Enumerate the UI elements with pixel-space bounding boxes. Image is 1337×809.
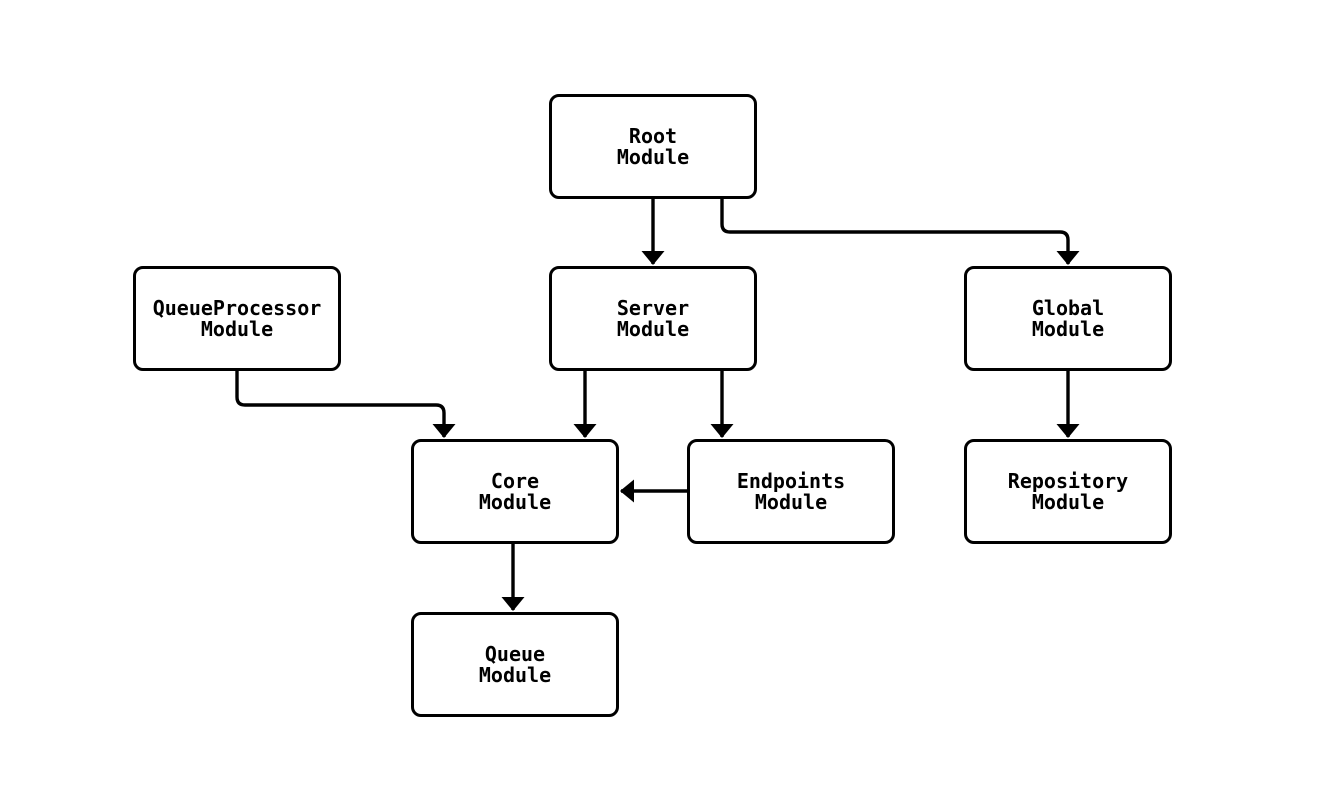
- node-server-module: Server Module: [549, 266, 757, 371]
- node-repository-module-label: Repository Module: [1007, 468, 1129, 514]
- edge-queueprocessor-to-core: [235, 371, 456, 438]
- node-core-module-label: Core Module: [478, 468, 552, 514]
- node-endpoints-module-label: Endpoints Module: [736, 468, 846, 514]
- edge-root-to-global: [720, 198, 1080, 265]
- node-queueprocessor-module: QueueProcessor Module: [133, 266, 341, 371]
- node-root-module-label: Root Module: [616, 123, 690, 169]
- node-queue-module: Queue Module: [411, 612, 619, 717]
- node-repository-module: Repository Module: [964, 439, 1172, 544]
- node-queue-module-label: Queue Module: [478, 641, 552, 687]
- node-endpoints-module: Endpoints Module: [687, 439, 895, 544]
- node-root-module: Root Module: [549, 94, 757, 199]
- node-core-module: Core Module: [411, 439, 619, 544]
- node-server-module-label: Server Module: [616, 295, 690, 341]
- node-global-module-label: Global Module: [1031, 295, 1105, 341]
- node-queueprocessor-module-label: QueueProcessor Module: [152, 295, 322, 341]
- node-global-module: Global Module: [964, 266, 1172, 371]
